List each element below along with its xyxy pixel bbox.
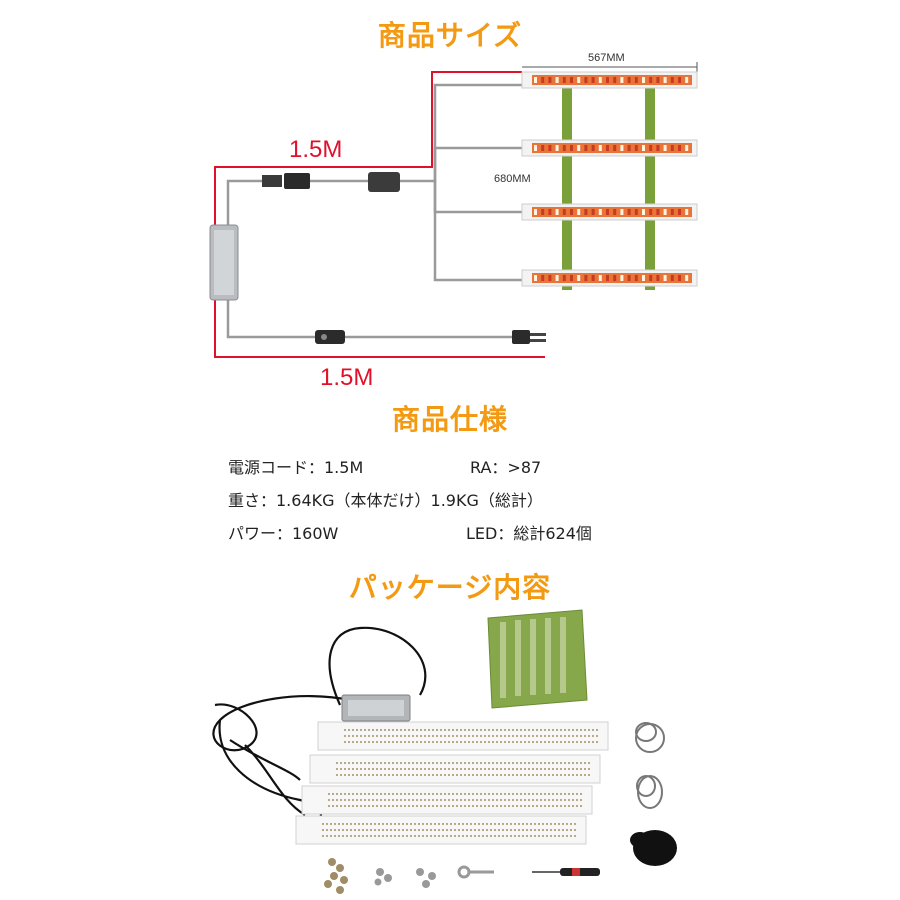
spec-led-count: LED：総計624個 [466,524,592,543]
package-led-board [309,754,601,784]
power-plug [512,330,546,344]
led-bar [521,139,698,157]
cable-measure-lines [214,71,545,358]
led-driver [209,224,239,301]
led-bars [521,71,698,287]
spec-section-title: 商品仕様 [391,403,508,436]
inline-switch [315,330,345,344]
package-brackets [487,609,588,709]
spec-power: パワー：160W [228,524,339,543]
height-dimension-label: 680MM [494,173,531,185]
hook-bundle [630,830,677,866]
led-bar [521,269,698,287]
spec-power-cord: 電源コード：1.5M [228,458,364,477]
cable-connector [262,173,310,189]
top-cable-length-label: 1.5M [289,136,343,163]
power-cables [212,626,427,831]
package-section-title: パッケージ内容 [348,571,552,604]
cables [226,83,522,339]
hanger-cables [635,722,665,809]
package-driver [341,694,411,722]
screwdriver-icon [532,868,600,876]
width-dimension-label: 567MM [588,52,625,64]
spec-weight: 重さ：1.64KG（本体だけ）1.9KG（総計） [228,491,543,510]
bottom-cable-length-label: 1.5M [320,364,374,391]
led-bar [521,71,698,89]
package-led-board [317,721,609,751]
wrench-icon [457,865,494,879]
spec-ra: RA：>87 [470,458,542,477]
nuts [374,868,436,888]
package-led-boards [295,721,609,845]
led-bar [521,203,698,221]
package-led-board [295,815,587,845]
splitter-box [368,172,400,192]
screws [324,858,348,894]
mounting-brackets [562,78,655,290]
package-led-board [301,785,593,815]
size-section-title: 商品サイズ [377,19,523,52]
